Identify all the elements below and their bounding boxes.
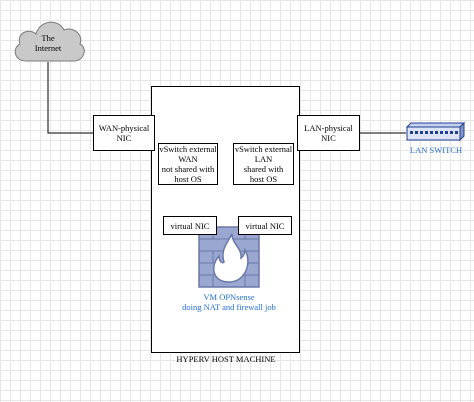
- lan-switch-icon: [405, 121, 466, 142]
- flame-icon: [212, 233, 249, 283]
- opnsense-vm-label: VM OPNsense doing NAT and firewall job: [182, 292, 276, 312]
- virtual-nic-left: virtual NIC: [163, 216, 217, 235]
- vswitch-external-wan: vSwitch external WAN not shared with hos…: [158, 143, 218, 185]
- vswitch-external-lan: vSwitch external LAN shared with host OS: [233, 143, 294, 185]
- virtual-nic-right: virtual NIC: [238, 216, 292, 235]
- internet-label: The Internet: [34, 33, 62, 53]
- wan-physical-nic: WAN-physical NIC: [93, 115, 155, 151]
- lan-physical-nic: LAN-physical NIC: [297, 115, 360, 151]
- host-machine-label: HYPERV HOST MACHINE: [176, 354, 276, 364]
- firewall-icon: [198, 226, 260, 288]
- lan-switch-label: LAN SWITCH: [409, 145, 463, 155]
- internet-cloud-icon: [14, 21, 85, 62]
- internet-to-wan-line: [47, 62, 94, 134]
